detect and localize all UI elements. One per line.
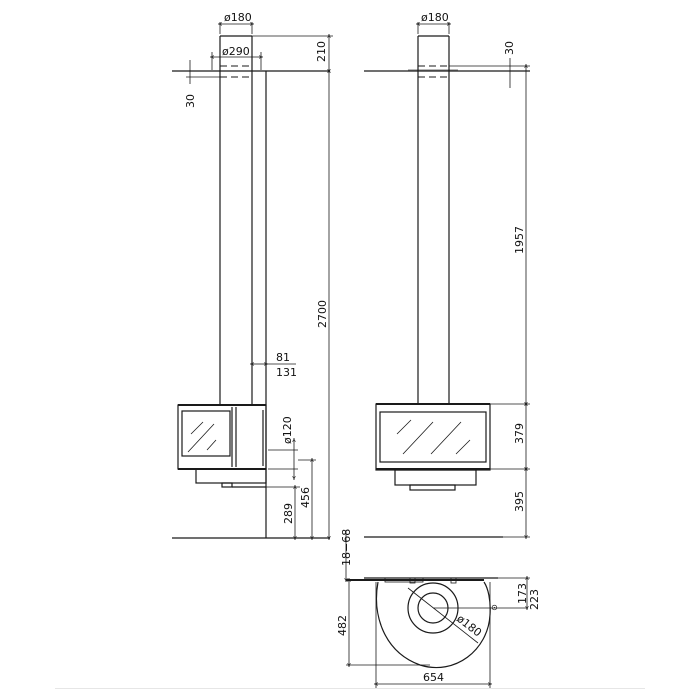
label-flue-diameter: ø180	[224, 11, 252, 24]
top-view: ø180 ⊙ 173 223 482 654	[336, 578, 541, 688]
label-wall-offset-min: 81	[276, 351, 290, 364]
firebox-front	[375, 403, 491, 491]
glass-window-front	[379, 411, 487, 463]
front-view: ø180 30 1957 379 395	[364, 11, 530, 537]
label-floor-gap: 18−68	[340, 529, 353, 566]
flue-diameter-leader	[407, 587, 479, 644]
side-view: ø180 ø290 210 30 2700 81	[172, 11, 353, 580]
dim-floor-clearance-front: 395	[503, 469, 530, 537]
label-width: 654	[423, 671, 444, 684]
dim-flue-length: 1957	[513, 66, 526, 404]
dim-ceiling-inset-front: 30	[449, 41, 530, 88]
dim-floor-gap: 18−68	[340, 529, 353, 580]
label-depth: 482	[336, 615, 349, 636]
label-flue-diameter-front: ø180	[421, 11, 449, 24]
dim-flue-diameter-front: ø180	[418, 11, 449, 34]
dim-collar-diameter: ø290	[212, 45, 261, 70]
label-total-height: 2700	[316, 300, 329, 328]
dim-flue-offset: 173 223	[484, 578, 541, 610]
firebox-outline-top	[375, 581, 491, 669]
label-flue-offset-min: 173	[516, 583, 529, 604]
label-flue-offset-max: 223	[528, 589, 541, 610]
label-top-offset: 210	[315, 41, 328, 62]
dim-depth: 482	[336, 580, 430, 665]
label-firebox-height: 379	[513, 423, 526, 444]
flue-pipe	[219, 35, 253, 405]
label-wall-offset-max: 131	[276, 366, 297, 379]
flue-pipe-front	[417, 35, 450, 404]
dim-total-height: 2700	[316, 71, 329, 538]
dim-wall-offset: 81 131	[252, 351, 297, 379]
firebox-side	[177, 404, 267, 488]
dim-ceiling-inset-side: 30	[184, 60, 220, 108]
dim-air-inlet: ø120	[268, 416, 298, 478]
label-floor-clearance-front: 395	[513, 491, 526, 512]
label-inlet-height: 456	[299, 487, 312, 508]
dim-width: 654	[376, 582, 490, 688]
dim-inlet-height: 456	[298, 460, 316, 538]
label-collar-diameter: ø290	[222, 45, 250, 58]
label-ceiling-inset: 30	[184, 94, 197, 108]
page-bottom-rule	[55, 688, 645, 689]
dim-top-offset: 210	[252, 36, 333, 71]
label-flue-diameter-top: ø180	[454, 612, 484, 639]
label-flue-length: 1957	[513, 226, 526, 254]
svg-text:⊙: ⊙	[491, 603, 498, 612]
dim-flue-diameter-side: ø180	[220, 11, 252, 34]
glass-window	[181, 410, 231, 457]
label-air-inlet-diameter: ø120	[281, 416, 294, 444]
label-floor-clearance-side: 289	[282, 503, 295, 524]
dim-firebox-height: 379	[490, 404, 530, 469]
label-ceiling-inset-front: 30	[503, 41, 516, 55]
dim-floor-clearance-side: 289	[266, 487, 300, 538]
